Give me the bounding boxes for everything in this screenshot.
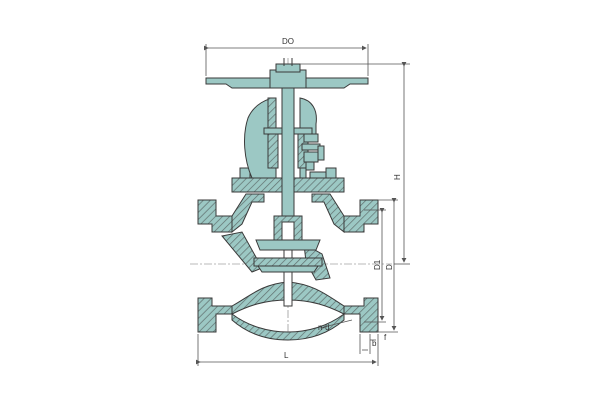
valve-body [197,167,379,341]
dimension-d1-d: D1 D [364,198,398,333]
dimension-do: DO [204,37,369,76]
dimension-l: L [196,334,379,366]
dimension-b-f: b f [359,333,387,354]
label-do: DO [282,37,294,46]
label-l: L [284,351,289,360]
bolt-hole-callout: n-d [318,319,353,332]
label-h: H [393,174,402,180]
dimension-h: H [300,62,410,265]
label-b: b [372,339,377,348]
label-f: f [384,333,387,342]
label-d1: D1 [373,259,382,270]
valve-disc [253,215,323,273]
gland-bolt [301,133,325,171]
label-d: D [385,264,394,270]
label-nd: n-d [318,323,330,332]
handwheel [205,58,369,89]
